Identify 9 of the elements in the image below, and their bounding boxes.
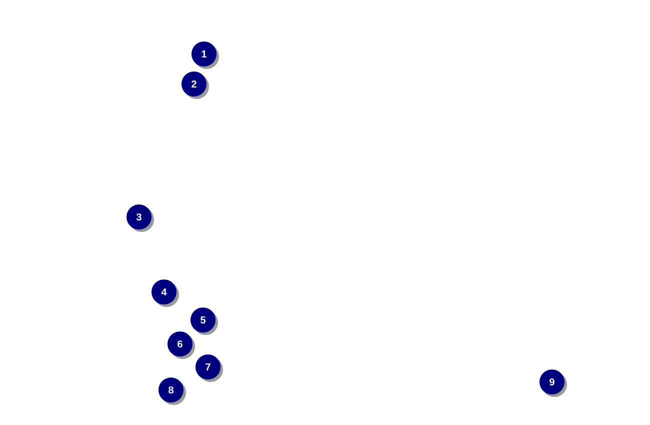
callout-number: 5 <box>190 308 218 335</box>
callout-number: 6 <box>168 332 195 359</box>
callout-number: 2 <box>182 72 209 99</box>
callout-number: 1 <box>192 42 219 69</box>
callout-number: 9 <box>540 370 567 397</box>
callout-number: 7 <box>196 354 223 382</box>
callout-number: 8 <box>158 378 186 405</box>
callout-number: 4 <box>152 280 179 307</box>
callout-number: 3 <box>126 204 154 232</box>
